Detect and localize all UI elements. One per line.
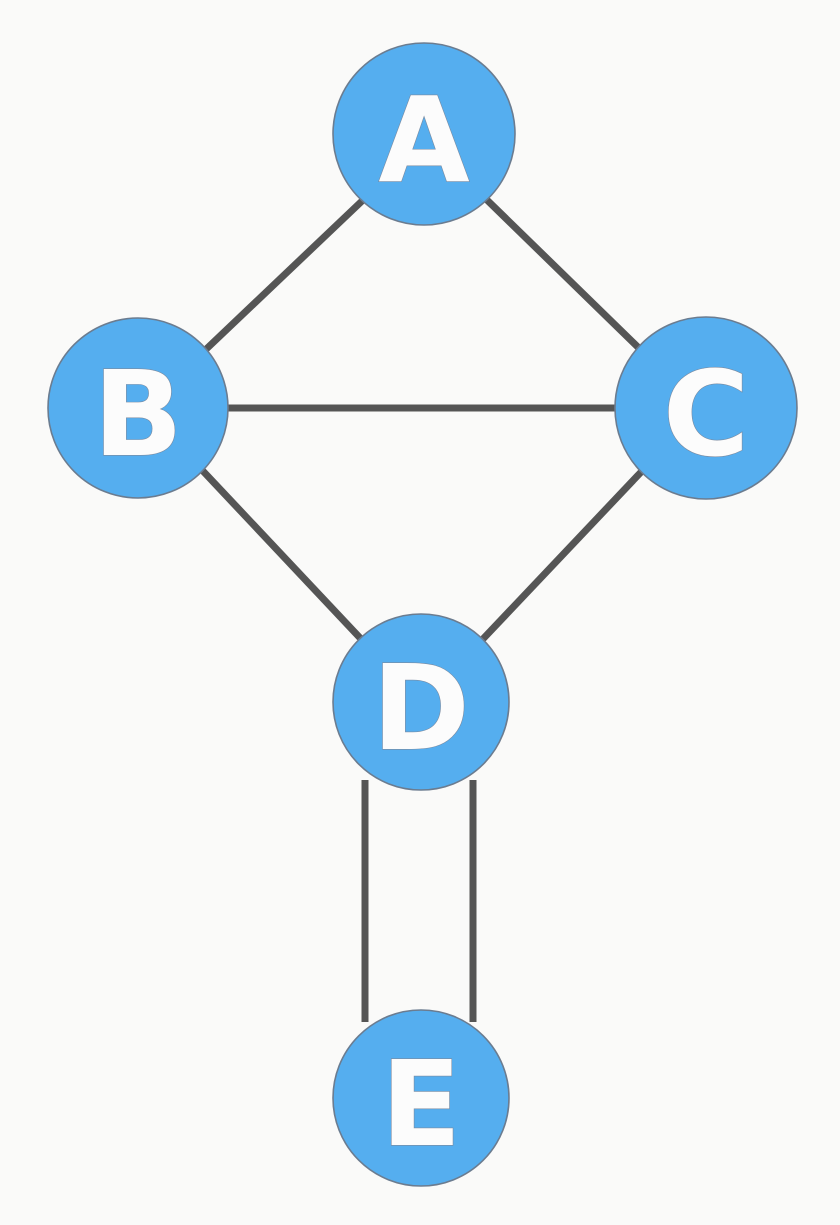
edge-b-d[interactable] xyxy=(199,467,365,643)
edge-layer xyxy=(197,197,648,1022)
node-c-circle[interactable] xyxy=(614,316,798,500)
node-b-label: B xyxy=(93,345,183,483)
edge-c-d[interactable] xyxy=(479,467,646,643)
node-a[interactable]: A xyxy=(332,42,516,226)
edge-a-b[interactable] xyxy=(197,198,365,358)
node-c-label: C xyxy=(663,345,750,483)
node-d-label: D xyxy=(372,639,470,777)
node-e[interactable]: E xyxy=(332,1009,510,1187)
node-d[interactable]: D xyxy=(332,613,510,791)
node-a-circle[interactable] xyxy=(332,42,516,226)
node-b[interactable]: B xyxy=(47,317,229,499)
edge-a-c[interactable] xyxy=(484,197,648,357)
node-c[interactable]: C xyxy=(614,316,798,500)
node-e-label: E xyxy=(381,1035,462,1173)
node-b-circle[interactable] xyxy=(47,317,229,499)
node-layer: A B C D E xyxy=(47,42,798,1187)
node-e-circle[interactable] xyxy=(332,1009,510,1187)
node-a-label: A xyxy=(378,71,469,209)
node-d-circle[interactable] xyxy=(332,613,510,791)
